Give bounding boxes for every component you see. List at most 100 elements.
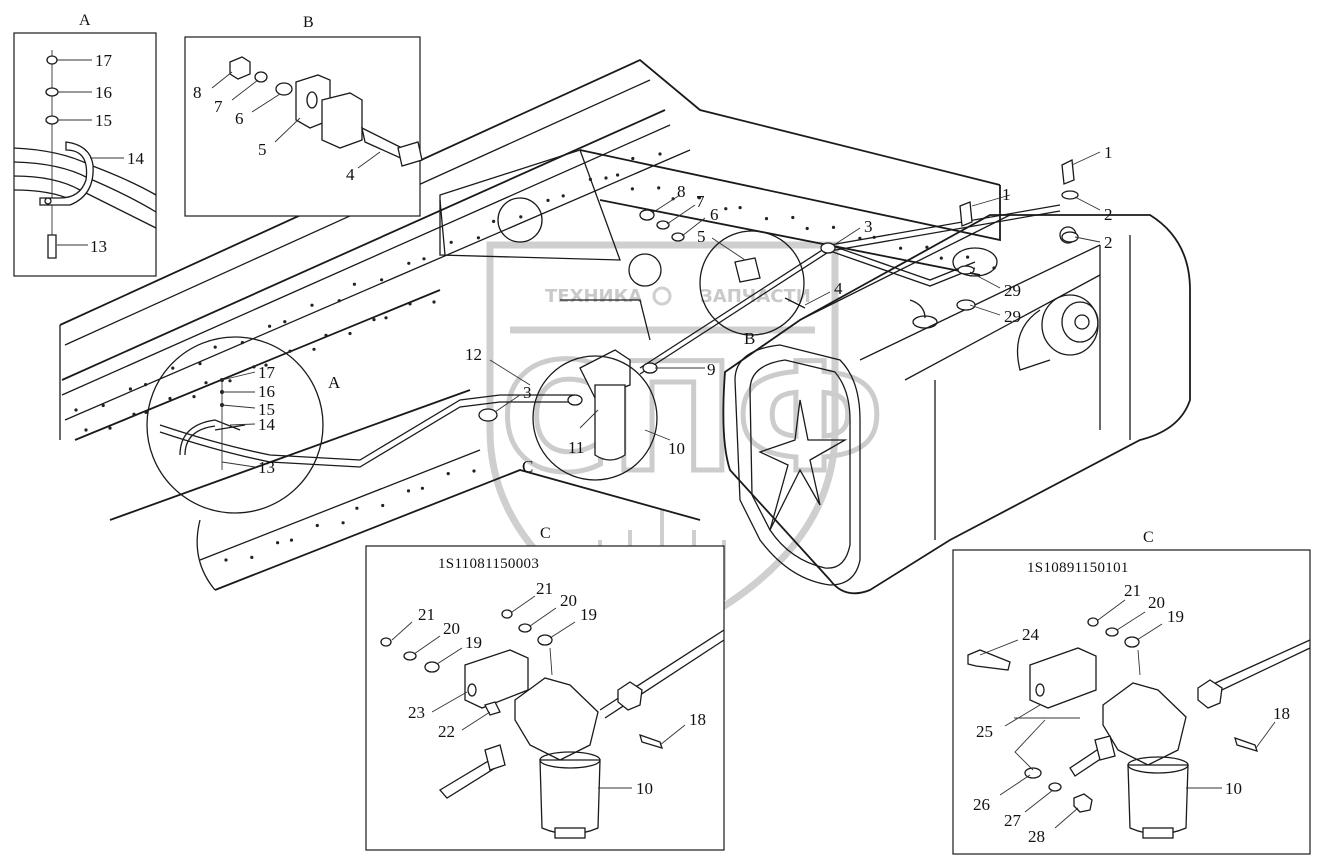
rail-hole [697, 196, 702, 200]
rail-hole [899, 246, 903, 250]
rail-hole [406, 489, 411, 493]
view-c2-callout-26: 26 [973, 795, 990, 814]
detail-label-c-main: C [522, 457, 533, 476]
rail-hole [84, 428, 88, 432]
callout-3-main-top: 3 [864, 217, 873, 236]
rail-hole [384, 316, 388, 320]
rail-hole [546, 198, 550, 202]
view-a-callout-16: 16 [95, 83, 112, 102]
callout-14-main: 14 [258, 415, 276, 434]
view-c2-callout-21: 21 [1124, 581, 1141, 600]
callout-17-main: 17 [258, 363, 276, 382]
callout-15-main: 15 [258, 400, 275, 419]
rail-hole [224, 558, 228, 562]
view-b-callout-4: 4 [346, 165, 355, 184]
rail-hole [925, 245, 929, 249]
view-c1-callout-20b: 20 [560, 591, 577, 610]
rail-hole [324, 333, 328, 337]
view-b-callout-5: 5 [258, 140, 267, 159]
rail-hole [616, 173, 620, 177]
rail-hole [312, 347, 316, 351]
view-c1-callout-19b: 19 [580, 605, 597, 624]
view-c1-callout-22: 22 [438, 722, 455, 741]
rail-hole [449, 240, 453, 244]
rail-hole [355, 506, 359, 510]
rail-hole [348, 331, 352, 336]
callout-7-main: 7 [696, 192, 705, 211]
view-c2-part-number: 1S10891150101 [1027, 560, 1129, 576]
rail-hole [604, 176, 608, 180]
view-c1-part-number: 1S11081150003 [438, 556, 539, 572]
rail-hole [228, 379, 232, 383]
view-a-callout-14: 14 [127, 149, 145, 168]
rail-hole [831, 225, 836, 229]
view-b-callout-6: 6 [235, 109, 244, 128]
rail-hole [588, 177, 593, 181]
view-c1-title: C [540, 525, 551, 542]
rail-hole [561, 194, 565, 198]
rail-hole [939, 256, 943, 260]
view-c2-title: C [1143, 529, 1154, 546]
rail-hole [192, 395, 196, 399]
rail-hole [288, 349, 292, 353]
rail-hole [341, 521, 345, 525]
callout-1b: 1 [1002, 185, 1011, 204]
rail-hole [476, 236, 480, 240]
view-c1: C 1S11081150003 21 20 19 21 [365, 525, 725, 851]
watermark-text-right: ЗАПЧАСТИ [700, 286, 811, 307]
main-callouts: 1 2 2 1 29 29 8 7 6 5 3 4 B 12 9 3 11 10… [258, 143, 1113, 477]
rail-hole [966, 255, 970, 259]
callout-13-main: 13 [258, 458, 275, 477]
view-c2-callout-25: 25 [976, 722, 993, 741]
view-c2-callout-18: 18 [1273, 704, 1290, 723]
view-a: A 17 16 15 14 13 [13, 12, 157, 277]
rail-hole [101, 403, 105, 408]
view-a-title: A [79, 12, 91, 29]
view-c2-callout-19: 19 [1167, 607, 1184, 626]
callout-29b: 29 [1004, 307, 1021, 326]
rail-hole [108, 426, 112, 430]
rail-hole [310, 303, 314, 307]
rail-hole [408, 302, 412, 306]
rail-hole [420, 486, 424, 490]
rail-hole [132, 412, 136, 416]
view-b-callout-8: 8 [193, 83, 202, 102]
callout-12: 12 [465, 345, 482, 364]
rail-hole [372, 318, 376, 322]
rail-hole [204, 381, 208, 385]
rail-hole [250, 555, 254, 560]
fuel-tank [722, 214, 1191, 595]
view-c1-callout-21b: 21 [536, 579, 553, 598]
rail-hole [198, 362, 202, 366]
rail-hole [658, 152, 662, 156]
callout-10-main: 10 [668, 439, 685, 458]
callout-1a: 1 [1104, 143, 1113, 162]
view-b-callout-7: 7 [214, 97, 223, 116]
view-c2-callout-20: 20 [1148, 593, 1165, 612]
callout-16-main: 16 [258, 382, 275, 401]
view-c2-callout-10: 10 [1225, 779, 1242, 798]
rail-hole [472, 469, 476, 473]
rail-hole [738, 206, 742, 210]
rail-hole [283, 320, 287, 324]
view-c1-callout-10: 10 [636, 779, 653, 798]
rail-hole [791, 215, 795, 220]
rail-hole [268, 324, 272, 328]
rail-hole [380, 278, 384, 282]
view-a-callout-17: 17 [95, 51, 113, 70]
rail-hole [407, 261, 411, 265]
rail-hole [805, 226, 809, 231]
view-c2-callout-24: 24 [1022, 625, 1040, 644]
callout-2b: 2 [1104, 233, 1113, 252]
view-c1-callout-21a: 21 [418, 605, 435, 624]
rail-hole [630, 187, 635, 191]
detail-circles [146, 230, 805, 514]
callout-6-main: 6 [710, 205, 719, 224]
rail-hole [422, 257, 426, 261]
rail-hole [171, 366, 175, 370]
view-b-title: B [303, 14, 314, 31]
rail-hole [168, 396, 172, 401]
rail-hole [276, 541, 280, 545]
